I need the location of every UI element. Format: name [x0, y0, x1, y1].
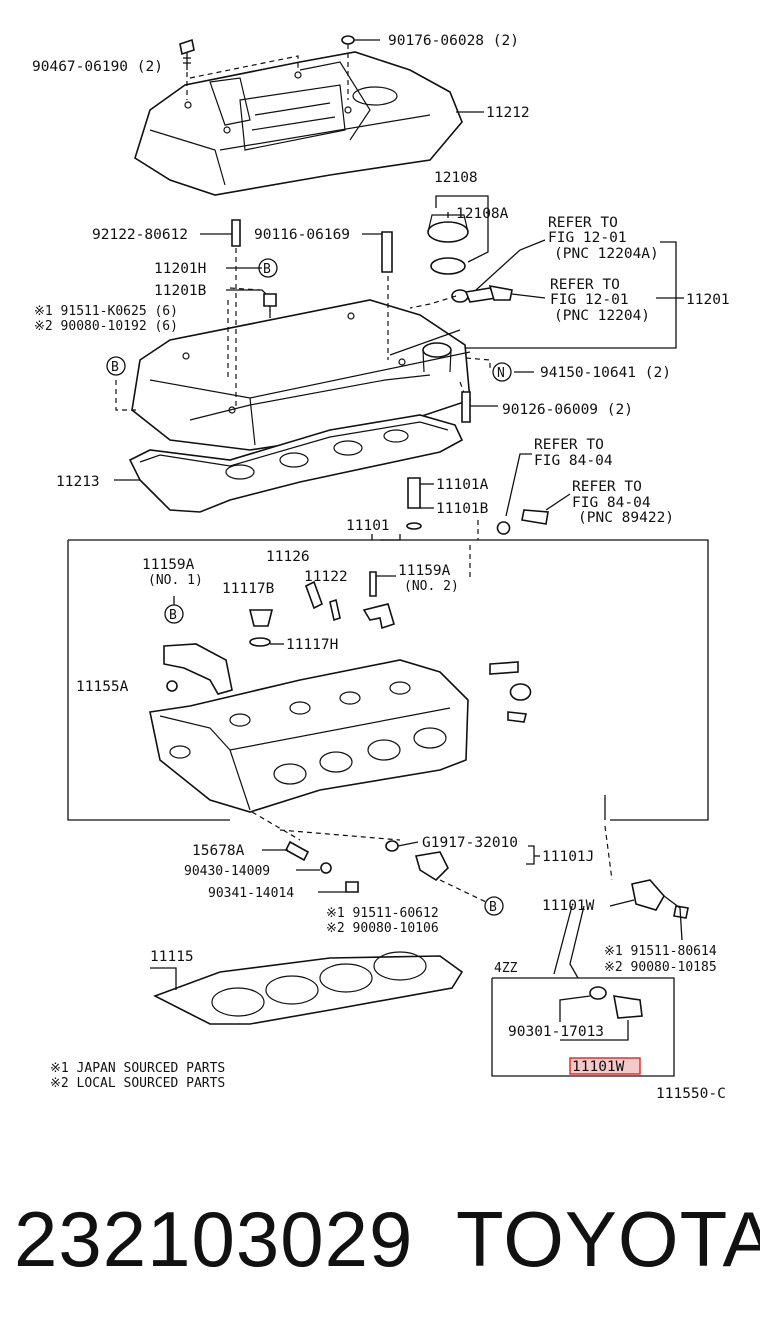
label-no1: (NO. 1) — [148, 573, 203, 588]
label-refer-1a: REFER TO — [548, 215, 618, 231]
head-cover-11212 — [134, 51, 463, 196]
marker-b-4-letter: B — [489, 900, 497, 915]
label-11122: 11122 — [304, 569, 348, 585]
label-94150: 94150-10641 (2) — [540, 365, 671, 381]
label-11101j: 11101J — [542, 849, 594, 865]
label-loc-2: ※2 90080-10106 — [326, 921, 439, 936]
label-11101a: 11101A — [436, 477, 489, 493]
label-loc-3: ※2 90080-10185 — [604, 960, 717, 975]
pcv-valve — [451, 284, 513, 303]
label-refer-2b: FIG 12-01 — [550, 292, 629, 308]
label-jp-3: ※1 91511-80614 — [604, 944, 717, 959]
label-11212: 11212 — [486, 105, 530, 121]
marker-b-1-letter: B — [263, 262, 271, 277]
label-90341: 90341-14014 — [208, 886, 294, 901]
marker-b-4 — [484, 896, 504, 916]
brand-name: TOYOTA — [456, 1195, 760, 1283]
label-11101b: 11101B — [436, 501, 489, 517]
label-11201: 11201 — [686, 292, 730, 308]
marker-b-2 — [106, 356, 126, 376]
label-90430: 90430-14009 — [184, 864, 270, 879]
label-refer-1b: FIG 12-01 — [548, 230, 627, 246]
label-refer-4c: (PNC 89422) — [578, 510, 674, 526]
label-11213: 11213 — [56, 474, 100, 490]
label-11201h: 11201H — [154, 261, 206, 277]
label-11117b: 11117B — [222, 581, 275, 597]
label-92122: 92122-80612 — [92, 227, 188, 243]
oil-filler-cap — [427, 214, 469, 275]
marker-n — [492, 362, 512, 382]
label-11201b: 11201B — [154, 283, 207, 299]
marker-b-2-letter: B — [111, 360, 119, 375]
label-note-japan: ※1 JAPAN SOURCED PARTS — [50, 1061, 225, 1076]
label-11115: 11115 — [150, 949, 194, 965]
label-90467: 90467-06190 (2) — [32, 59, 163, 75]
label-jp-1: ※1 91511-K0625 (6) — [34, 304, 178, 319]
label-11101w-highlight: 11101W — [572, 1059, 625, 1075]
footer: 232103029 TOYOTA — [0, 1180, 760, 1290]
label-refer-4b: FIG 84-04 — [572, 495, 651, 511]
cylinder-head-cover-11201 — [131, 299, 471, 451]
label-90126: 90126-06009 (2) — [502, 402, 633, 418]
grommet-90176 — [341, 35, 380, 45]
label-11126: 11126 — [266, 549, 310, 565]
label-refer-4a: REFER TO — [572, 479, 642, 495]
label-refer-3b: FIG 84-04 — [534, 453, 613, 469]
label-refer-2c: (PNC 12204) — [554, 308, 650, 324]
label-12108: 12108 — [434, 170, 478, 186]
label-figure-id: 111550-C — [656, 1086, 726, 1102]
label-loc-1: ※2 90080-10192 (6) — [34, 319, 178, 334]
marker-b-3-letter: B — [169, 608, 177, 623]
label-90176: 90176-06028 (2) — [388, 33, 519, 49]
label-note-local: ※2 LOCAL SOURCED PARTS — [50, 1076, 225, 1091]
label-g1917: G1917-32010 — [422, 835, 518, 851]
label-11159a-2: 11159A — [398, 563, 451, 579]
label-refer-2a: REFER TO — [550, 277, 620, 293]
label-4zz: 4ZZ — [494, 961, 518, 976]
head-gasket-11115 — [153, 951, 464, 1025]
cylinder-head-11101 — [149, 659, 469, 813]
label-11117h: 11117H — [286, 637, 338, 653]
label-refer-1c: (PNC 12204A) — [554, 246, 659, 262]
label-jp-2: ※1 91511-60612 — [326, 906, 439, 921]
label-12108a: 12108A — [456, 206, 509, 222]
label-90301: 90301-17013 — [508, 1024, 604, 1040]
engine-parts-diagram: 90467-06190 (2) 90176-06028 (2) 11212 12… — [32, 33, 730, 1102]
bolt-90467 — [179, 38, 195, 70]
highlight-box — [569, 1057, 641, 1075]
part-number: 232103029 — [14, 1195, 414, 1283]
label-refer-3a: REFER TO — [534, 437, 604, 453]
label-11101: 11101 — [346, 518, 390, 534]
label-11155a: 11155A — [76, 679, 129, 695]
marker-b-1 — [258, 258, 278, 278]
label-11159a-1: 11159A — [142, 557, 195, 573]
label-15678a: 15678A — [192, 843, 245, 859]
marker-n-letter: N — [497, 366, 505, 381]
head-cover-gasket — [128, 414, 464, 513]
label-11101w: 11101W — [542, 898, 595, 914]
label-90116: 90116-06169 — [254, 227, 350, 243]
label-no2: (NO. 2) — [404, 579, 459, 594]
